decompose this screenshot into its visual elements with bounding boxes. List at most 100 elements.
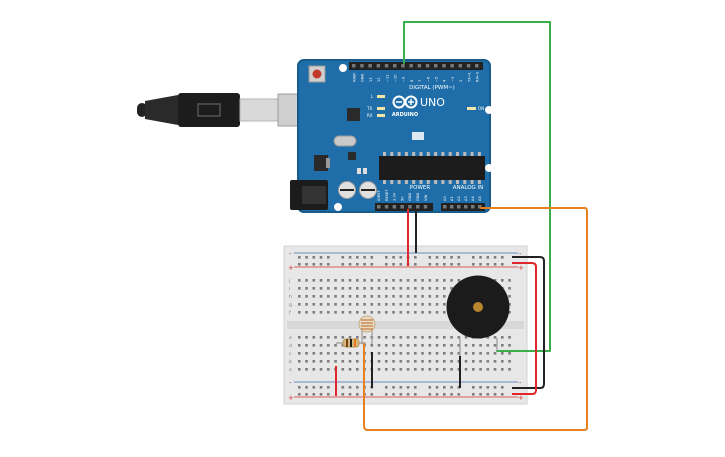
digital-pin-hole[interactable] xyxy=(352,64,356,68)
terminal-hole[interactable] xyxy=(356,352,359,355)
terminal-hole[interactable] xyxy=(305,311,308,314)
terminal-hole[interactable] xyxy=(493,336,497,339)
terminal-hole[interactable] xyxy=(399,344,403,347)
rail-hole[interactable] xyxy=(443,393,446,396)
terminal-hole[interactable] xyxy=(406,368,410,371)
terminal-hole[interactable] xyxy=(377,279,381,282)
terminal-hole[interactable] xyxy=(319,295,323,298)
rail-hole[interactable] xyxy=(493,263,497,266)
usb-cable[interactable] xyxy=(137,93,309,127)
terminal-hole[interactable] xyxy=(508,352,511,355)
terminal-hole[interactable] xyxy=(421,287,424,290)
digital-pin-hole[interactable] xyxy=(434,64,438,68)
terminal-hole[interactable] xyxy=(421,360,424,363)
terminal-hole[interactable] xyxy=(457,360,461,363)
rail-hole[interactable] xyxy=(392,256,395,259)
terminal-hole[interactable] xyxy=(450,279,453,282)
rail-hole[interactable] xyxy=(341,263,345,266)
terminal-hole[interactable] xyxy=(319,344,323,347)
terminal-hole[interactable] xyxy=(298,360,301,363)
rail-hole[interactable] xyxy=(348,393,352,396)
terminal-hole[interactable] xyxy=(334,295,337,298)
terminal-hole[interactable] xyxy=(334,311,337,314)
rail-hole[interactable] xyxy=(298,263,301,266)
terminal-hole[interactable] xyxy=(392,311,395,314)
terminal-hole[interactable] xyxy=(377,287,381,290)
digital-pin-hole[interactable] xyxy=(475,64,479,68)
terminal-hole[interactable] xyxy=(464,352,468,355)
rail-hole[interactable] xyxy=(385,386,388,389)
rail-hole[interactable] xyxy=(406,386,410,389)
terminal-hole[interactable] xyxy=(479,368,482,371)
terminal-hole[interactable] xyxy=(305,336,308,339)
terminal-hole[interactable] xyxy=(501,279,504,282)
rail-hole[interactable] xyxy=(399,386,403,389)
terminal-hole[interactable] xyxy=(370,303,374,306)
power-pin-hole[interactable] xyxy=(416,205,420,209)
terminal-hole[interactable] xyxy=(464,368,468,371)
terminal-hole[interactable] xyxy=(443,368,446,371)
terminal-hole[interactable] xyxy=(319,287,323,290)
terminal-hole[interactable] xyxy=(443,352,446,355)
rail-hole[interactable] xyxy=(414,393,417,396)
rail-hole[interactable] xyxy=(356,393,359,396)
terminal-hole[interactable] xyxy=(406,336,410,339)
terminal-hole[interactable] xyxy=(428,279,432,282)
terminal-hole[interactable] xyxy=(435,279,439,282)
terminal-hole[interactable] xyxy=(392,287,395,290)
terminal-hole[interactable] xyxy=(414,368,417,371)
terminal-hole[interactable] xyxy=(450,352,453,355)
terminal-hole[interactable] xyxy=(392,279,395,282)
terminal-hole[interactable] xyxy=(399,311,403,314)
digital-pin-hole[interactable] xyxy=(442,64,446,68)
analog-pin-hole[interactable] xyxy=(457,205,461,209)
rail-hole[interactable] xyxy=(472,393,475,396)
rail-hole[interactable] xyxy=(327,393,330,396)
rail-hole[interactable] xyxy=(392,263,395,266)
digital-pin-hole[interactable] xyxy=(425,64,430,68)
rail-hole[interactable] xyxy=(348,256,352,259)
terminal-hole[interactable] xyxy=(457,368,461,371)
analog-pin-hole[interactable] xyxy=(478,205,482,209)
terminal-hole[interactable] xyxy=(457,352,461,355)
terminal-hole[interactable] xyxy=(312,352,316,355)
terminal-hole[interactable] xyxy=(363,336,366,339)
terminal-hole[interactable] xyxy=(486,368,490,371)
terminal-hole[interactable] xyxy=(348,279,352,282)
terminal-hole[interactable] xyxy=(341,311,345,314)
analog-pin-hole[interactable] xyxy=(443,205,447,209)
terminal-hole[interactable] xyxy=(356,311,359,314)
terminal-hole[interactable] xyxy=(486,344,490,347)
terminal-hole[interactable] xyxy=(392,303,395,306)
terminal-hole[interactable] xyxy=(356,287,359,290)
terminal-hole[interactable] xyxy=(508,303,511,306)
rail-hole[interactable] xyxy=(356,256,359,259)
rail-hole[interactable] xyxy=(479,263,482,266)
terminal-hole[interactable] xyxy=(348,287,352,290)
rail-hole[interactable] xyxy=(392,393,395,396)
terminal-hole[interactable] xyxy=(370,311,374,314)
terminal-hole[interactable] xyxy=(508,336,511,339)
terminal-hole[interactable] xyxy=(428,287,432,290)
terminal-hole[interactable] xyxy=(450,336,453,339)
terminal-hole[interactable] xyxy=(472,368,475,371)
terminal-hole[interactable] xyxy=(414,303,417,306)
terminal-hole[interactable] xyxy=(435,311,439,314)
rail-hole[interactable] xyxy=(312,263,316,266)
analog-header[interactable] xyxy=(441,203,485,211)
analog-pin-hole[interactable] xyxy=(464,205,468,209)
terminal-hole[interactable] xyxy=(312,368,316,371)
terminal-hole[interactable] xyxy=(399,360,403,363)
terminal-hole[interactable] xyxy=(334,336,337,339)
terminal-hole[interactable] xyxy=(319,352,323,355)
rail-hole[interactable] xyxy=(305,386,308,389)
rail-hole[interactable] xyxy=(298,393,301,396)
power-pin-hole[interactable] xyxy=(408,205,412,209)
terminal-hole[interactable] xyxy=(435,336,439,339)
terminal-hole[interactable] xyxy=(377,295,381,298)
terminal-hole[interactable] xyxy=(348,360,352,363)
terminal-hole[interactable] xyxy=(392,295,395,298)
terminal-hole[interactable] xyxy=(508,279,511,282)
terminal-hole[interactable] xyxy=(298,279,301,282)
terminal-hole[interactable] xyxy=(312,360,316,363)
